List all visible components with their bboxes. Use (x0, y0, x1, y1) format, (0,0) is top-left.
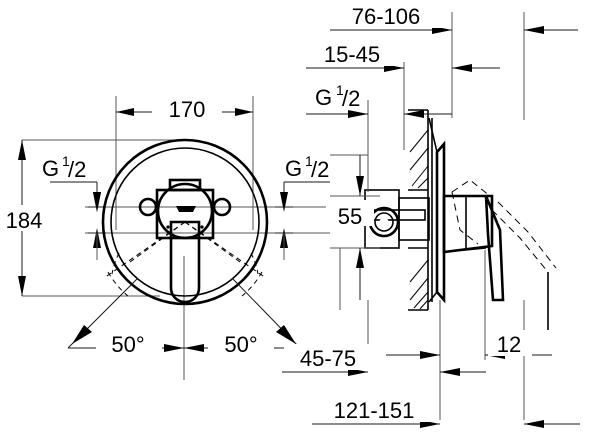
swing-ray-left-outer (103, 221, 186, 279)
lever-alt-arm-a (491, 209, 549, 273)
escutcheon-plate-taper (428, 117, 438, 303)
lever-cap-body (442, 194, 494, 254)
wall-section (408, 109, 429, 311)
dimension-184: 184 (0, 140, 48, 296)
g-half-side-denominator: /2 (342, 86, 360, 111)
lever-handle-front (169, 220, 201, 304)
swing-arc-right (250, 252, 259, 275)
swing-arc-right-2 (241, 271, 263, 297)
dimension-45-75: 45-75 (282, 344, 486, 376)
side-extension-lines (330, 12, 525, 420)
hub-top-cap (168, 178, 202, 192)
escutcheon-plate-side (428, 117, 446, 304)
valve-hub (138, 178, 232, 240)
angle-left-label: 50° (111, 332, 144, 357)
label-g-half-right: G 1 /2 (283, 153, 330, 205)
dimension-45-75-label: 45-75 (300, 346, 356, 371)
escutcheon-outer-ring (101, 138, 269, 306)
swing-arc-left-2 (107, 271, 129, 297)
lever-alt-mid (451, 191, 479, 245)
dimension-184-label: 184 (6, 208, 43, 233)
dimension-121-151: 121-151 (312, 396, 580, 428)
g-half-side-numerator: 1 (336, 82, 344, 98)
lever-alt-top (451, 179, 491, 197)
dimension-12: 12 (386, 330, 552, 359)
inlet-port-mid (374, 212, 394, 232)
lever-alternate-position (451, 179, 557, 330)
swing-ray-right-outer (184, 221, 267, 279)
side-section-view: 76-106 15-45 G 1 /2 55 (282, 2, 580, 428)
g-half-left-denominator: /2 (68, 157, 86, 182)
angle-right-label: 50° (224, 332, 257, 357)
dimension-12-label: 12 (497, 332, 521, 357)
label-g-half-side: G 1 /2 (306, 82, 452, 118)
lever-body (169, 220, 201, 304)
dimension-121-151-label: 121-151 (334, 398, 415, 423)
g-half-right-numerator: 1 (305, 153, 313, 169)
g-half-left-letter: G (42, 156, 59, 181)
hub-knob (156, 182, 214, 240)
g-half-left-numerator: 1 (62, 153, 70, 169)
swing-arc-left (111, 252, 120, 275)
inlet-port-bore (379, 217, 389, 227)
wall-hatching (409, 129, 429, 310)
hub-dot-right (200, 225, 204, 229)
dimension-55: 55 (326, 155, 374, 300)
dimension-55-label: 55 (338, 204, 362, 229)
dimension-76-106-label: 76-106 (352, 4, 421, 29)
g-half-right-denominator: /2 (311, 157, 329, 182)
front-left-inlet-arrows (88, 192, 106, 260)
escutcheon-inner-ring (110, 147, 260, 297)
front-right-inlet-arrows (275, 192, 293, 260)
escutcheon-plate-profile (435, 140, 446, 304)
g-half-right-letter: G (285, 156, 302, 181)
hub-dot-left (166, 225, 170, 229)
lever-cap-bottom (443, 247, 487, 253)
lever-housing-side (442, 194, 494, 254)
lever-handle-side (484, 195, 505, 302)
lever-alt-arm-b (497, 201, 557, 269)
front-view: 170 184 G 1 /2 (0, 96, 330, 380)
dimension-15-45-label: 15-45 (324, 42, 380, 67)
dimension-15-45: 15-45 (306, 40, 500, 72)
angle-dimensions: 50° 50° (67, 277, 301, 357)
lever-swing-arcs (103, 221, 267, 297)
g-half-side-letter: G (315, 85, 332, 110)
hub-indicator-slot (176, 206, 196, 212)
dimension-76-106: 76-106 (330, 2, 578, 34)
lever-arm-profile (484, 195, 505, 302)
dimension-170-label: 170 (169, 97, 206, 122)
dimension-170: 170 (116, 97, 253, 123)
